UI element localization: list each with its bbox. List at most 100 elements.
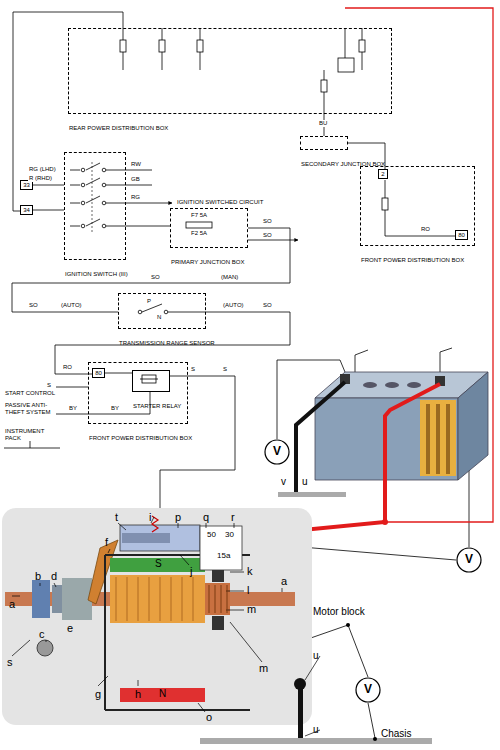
starter-motor <box>122 533 170 543</box>
power-distribution-box: FRONT POWER DISTRIBUTION BOX80STARTER RE… <box>88 362 188 424</box>
callout-letter: u <box>312 650 320 661</box>
voltmeter-circle <box>457 548 481 572</box>
callout-letter: a <box>280 575 288 587</box>
fuse-symbol <box>159 40 165 52</box>
callout-letter: N <box>158 688 167 699</box>
wire-label: INSTRUMENT PACK <box>4 428 61 441</box>
wire <box>385 180 455 236</box>
connector-number: 33 <box>23 182 30 189</box>
box-label: REAR POWER DISTRIBUTION BOX <box>69 125 168 132</box>
motor-panel <box>2 508 312 725</box>
wire-label: (AUTO) <box>60 302 83 309</box>
box-label: SECONDARY JUNCTION BOX <box>301 161 385 168</box>
switch-link <box>92 162 93 232</box>
range-switch <box>138 304 206 314</box>
starter-relay: STARTER RELAY <box>132 370 170 392</box>
battery <box>436 404 440 474</box>
switch-contact <box>70 196 126 205</box>
switch-contact <box>70 163 126 172</box>
power-distribution-box: FRONT POWER DISTRIBUTION BOX280 <box>360 166 475 246</box>
battery <box>407 382 421 388</box>
callout-letter: g <box>94 688 102 700</box>
wire <box>4 440 60 448</box>
wire-connector <box>33 210 64 211</box>
armature-winding <box>116 577 117 621</box>
callout-letter: u <box>301 476 309 487</box>
wire-label: GB <box>130 176 141 183</box>
ground-rod <box>298 688 303 738</box>
switch-contact <box>70 163 126 170</box>
voltmeter-circle <box>356 678 380 702</box>
connector-number: 34 <box>23 207 30 214</box>
battery-cable <box>230 8 493 580</box>
wire-label: S <box>190 366 196 373</box>
callout-letter: m <box>246 603 257 615</box>
range-switch <box>164 310 168 314</box>
voltmeter: V <box>264 439 290 465</box>
callout-letter: r <box>230 511 236 523</box>
battery <box>420 400 456 476</box>
fuse-symbol <box>186 222 212 228</box>
wire-label: PASSIVE ANTI-THEFT SYSTEM <box>4 402 56 415</box>
ground-cable <box>296 382 345 492</box>
junction-box: SECONDARY JUNCTION BOX <box>300 136 348 150</box>
starter-motor <box>62 578 92 620</box>
wire <box>160 376 235 526</box>
wire-label: S <box>222 366 228 373</box>
connector-number: 2 <box>381 171 384 178</box>
armature-winding <box>160 577 161 621</box>
wire-label: RO <box>62 364 73 371</box>
wire-connector <box>55 312 290 374</box>
battery <box>426 404 430 474</box>
box-label: PRIMARY JUNCTION BOX <box>171 259 244 266</box>
starter-motor <box>212 616 224 630</box>
fuse-symbol <box>120 40 388 228</box>
callout-letter: p <box>174 511 182 523</box>
wire-label: (MAN) <box>220 274 239 281</box>
wire-label: P <box>146 298 152 305</box>
fuse-symbol <box>359 40 365 52</box>
wire-label: SO <box>150 274 161 281</box>
callout-letter: v <box>280 476 287 487</box>
connector-box: 80 <box>455 230 468 240</box>
wire-label: RG <box>130 194 141 201</box>
switch-contact <box>70 178 126 185</box>
box-label: STARTER RELAY <box>133 403 181 410</box>
starter-motor <box>120 688 205 702</box>
switch-contact <box>70 219 126 228</box>
callout-letter: d <box>50 570 58 582</box>
box-label: IGNITION SWITCH (III) <box>65 271 128 278</box>
starter-motor <box>5 516 295 710</box>
wire-label: SO <box>262 232 273 239</box>
junction-dot <box>382 519 388 525</box>
starter-motor <box>200 526 242 570</box>
armature-winding <box>138 577 139 621</box>
fuse-symbol <box>321 80 327 92</box>
starter-motor <box>32 580 50 618</box>
switch-contact <box>81 183 85 187</box>
box-label: FRONT POWER DISTRIBUTION BOX <box>361 257 464 264</box>
switch-contact <box>81 201 85 205</box>
wire-connector <box>33 185 64 186</box>
fuse-symbol <box>382 198 388 210</box>
ground-rod <box>294 678 306 690</box>
ignition-switch: IGNITION SWITCH (III) <box>64 152 126 260</box>
callout-letter: S <box>154 558 163 569</box>
commutator-bar <box>221 585 222 613</box>
callout-letter: i <box>148 511 152 523</box>
wire <box>123 28 362 70</box>
range-switch <box>138 310 142 314</box>
leader-line <box>12 517 320 736</box>
switch-contact <box>102 168 106 172</box>
power-distribution-box: REAR POWER DISTRIBUTION BOX <box>68 28 392 114</box>
wire-label: 15a <box>216 552 231 561</box>
callout-letter: l <box>246 584 250 596</box>
wire-label: F7 5A <box>190 212 208 219</box>
junction-dot <box>373 737 377 741</box>
relay-coil <box>140 375 158 383</box>
wire-connector <box>126 226 170 227</box>
battery <box>363 382 377 388</box>
callout-letter: Motor block <box>312 606 366 617</box>
